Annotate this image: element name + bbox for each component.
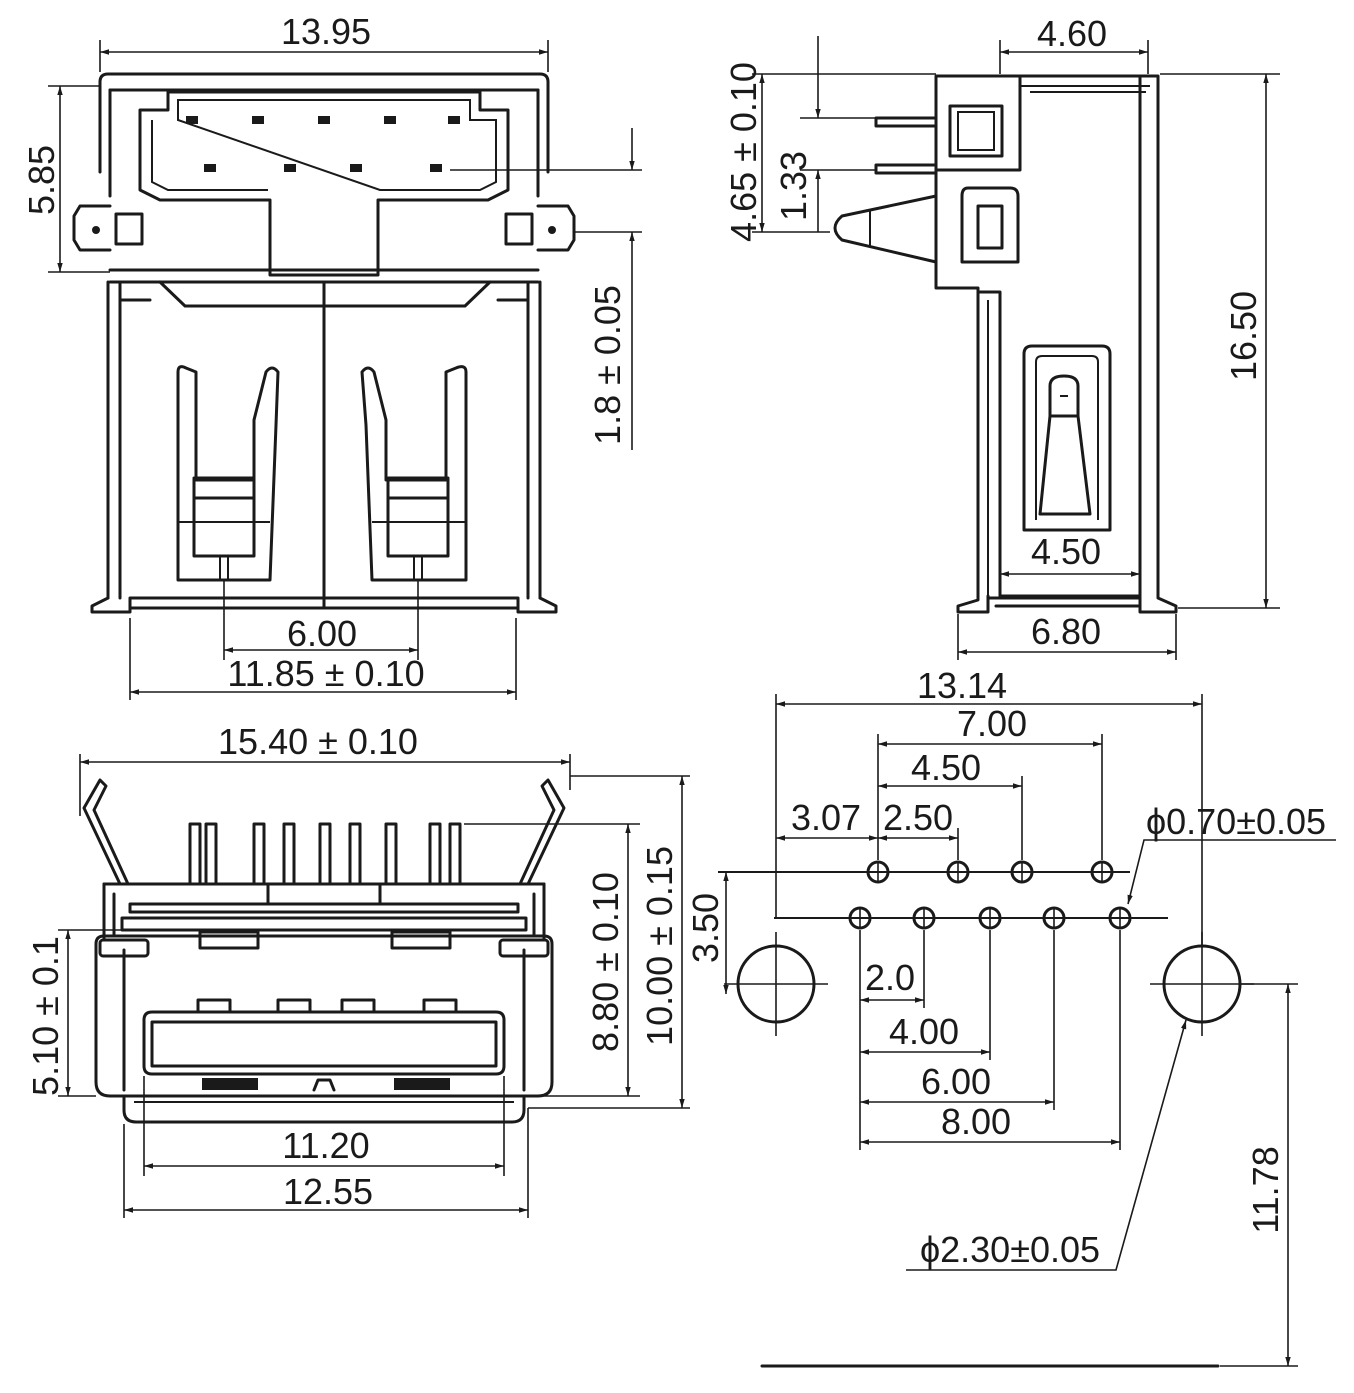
dim-pin-offset: 1.8 ± 0.05 (587, 285, 628, 445)
dim-row1-span: 7.00 (957, 703, 1027, 744)
dim-port-height: 5.10 ± 0.1 (25, 936, 66, 1096)
dim-upper-height: 5.85 (21, 145, 62, 215)
dim-top-width: 13.95 (281, 11, 371, 52)
dim-contact-pitch: 6.00 (287, 613, 357, 654)
dim-row2-pitch: 2.0 (865, 957, 915, 998)
front-view: 15.40 ± 0.10 8.80 ± 0.10 10.00 ± 0.15 5.… (25, 721, 690, 1218)
pin-hole-row-2 (848, 906, 1132, 930)
dim-row2-8: 8.00 (941, 1101, 1011, 1142)
dim-port-width: 11.20 (282, 1125, 369, 1166)
dim-mount-offset: 11.78 (1245, 1146, 1286, 1233)
dim-pin-height: 4.65 ± 0.10 (723, 62, 764, 242)
side-view: 4.60 4.65 ± 0.10 1.33 16.50 4.50 6.80 (723, 13, 1280, 660)
dim-row1-pitch: 2.50 (883, 797, 953, 838)
dim-overall-length: 16.50 (1223, 291, 1264, 381)
top-view: 13.95 5.85 1.8 ± 0.05 6.00 11.85 ± 0.10 (21, 11, 642, 700)
dim-inner-width: 11.85 ± 0.10 (227, 653, 424, 694)
dim-offset: 3.07 (791, 797, 861, 838)
pin-hole-row-1 (866, 860, 1114, 884)
dim-slot-width: 4.50 (1031, 531, 1101, 572)
dim-row2-4: 4.00 (889, 1011, 959, 1052)
dim-row1-mid: 4.50 (911, 747, 981, 788)
dim-base-width: 6.80 (1031, 611, 1101, 652)
dim-row2-6: 6.00 (921, 1061, 991, 1102)
dim-side-top-width: 4.60 (1037, 13, 1107, 54)
dim-overall-height: 10.00 ± 0.15 (639, 846, 680, 1046)
dim-pin-spacing: 1.33 (773, 151, 814, 221)
dim-row-spacing: 3.50 (685, 893, 726, 963)
pcb-layout: 13.14 7.00 4.50 3.07 2.50 ϕ0.70±0.05 3.5… (685, 665, 1336, 1368)
dim-pin-hole: ϕ0.70±0.05 (1146, 801, 1326, 842)
dim-pcb-span: 13.14 (917, 665, 1007, 706)
dim-mount-hole: ϕ2.30±0.05 (920, 1229, 1100, 1270)
dim-front-width: 15.40 ± 0.10 (218, 721, 418, 762)
dim-shell-width: 12.55 (283, 1171, 373, 1212)
dim-body-height: 8.80 ± 0.10 (585, 872, 626, 1052)
